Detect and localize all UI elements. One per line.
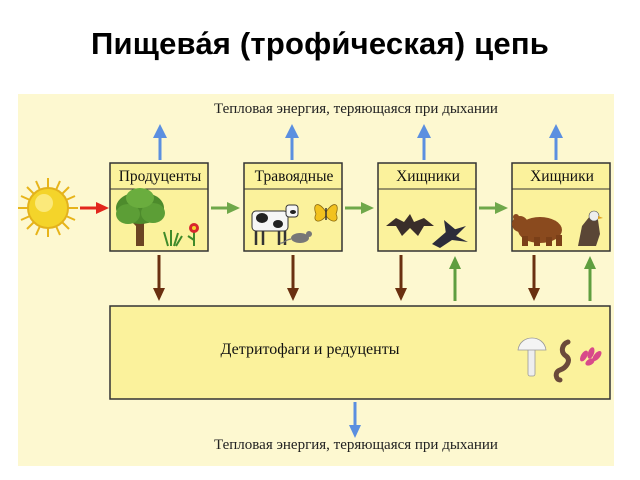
down-arrows bbox=[153, 255, 540, 301]
bacteria-icon bbox=[580, 347, 602, 366]
bear-icon bbox=[512, 214, 562, 246]
detritus-box bbox=[109, 305, 611, 400]
level-box-predators-1 bbox=[377, 162, 477, 252]
up-arrow-green-1 bbox=[449, 256, 461, 301]
worm-icon bbox=[553, 339, 571, 383]
heat-arrows-top bbox=[153, 124, 563, 160]
up-arrows-green bbox=[449, 256, 596, 301]
down-arrow-3 bbox=[395, 255, 407, 301]
sun-arrow bbox=[80, 202, 109, 214]
level-label-predators-2: Хищники bbox=[530, 168, 594, 185]
heat-arrow-up-2 bbox=[285, 124, 299, 160]
detritus-label: Детритофаги и редуценты bbox=[220, 341, 400, 358]
butterfly-icon bbox=[314, 204, 338, 222]
level-label-producers: Продуценты bbox=[118, 168, 202, 185]
down-arrow-2 bbox=[287, 255, 299, 301]
down-arrow-1 bbox=[153, 255, 165, 301]
up-arrow-green-2 bbox=[584, 256, 596, 301]
down-arrow-4 bbox=[528, 255, 540, 301]
mushroom-icon bbox=[517, 337, 547, 377]
flower-icon bbox=[187, 223, 199, 246]
sun-icon bbox=[18, 178, 78, 237]
heat-loss-label-bottom: Тепловая энергия, теряющаяся при дыхании bbox=[214, 437, 498, 453]
chain-arrow-2 bbox=[345, 202, 374, 214]
diagram-background bbox=[18, 94, 614, 466]
chain-arrow-1 bbox=[211, 202, 240, 214]
heat-arrow-up-3 bbox=[417, 124, 431, 160]
heat-arrow-bottom bbox=[349, 402, 361, 438]
page-title: Пищева́я (трофи́ческая) цепь bbox=[90, 26, 549, 61]
eagle-icon bbox=[578, 210, 603, 246]
mouse-icon bbox=[279, 231, 312, 244]
bat-icon bbox=[386, 214, 434, 236]
heat-arrow-up-1 bbox=[153, 124, 167, 160]
heat-arrow-up-4 bbox=[549, 124, 563, 160]
grass-icon bbox=[163, 230, 183, 247]
chain-arrows bbox=[211, 202, 508, 214]
level-label-predators-1: Хищники bbox=[396, 168, 460, 185]
chain-arrow-3 bbox=[479, 202, 508, 214]
swallow-icon bbox=[432, 220, 468, 248]
heat-loss-label-top: Тепловая энергия, теряющаяся при дыхании bbox=[214, 101, 498, 117]
level-label-herbivores: Травоядные bbox=[254, 168, 334, 185]
cow-icon bbox=[251, 204, 299, 245]
tree-icon bbox=[116, 188, 165, 246]
